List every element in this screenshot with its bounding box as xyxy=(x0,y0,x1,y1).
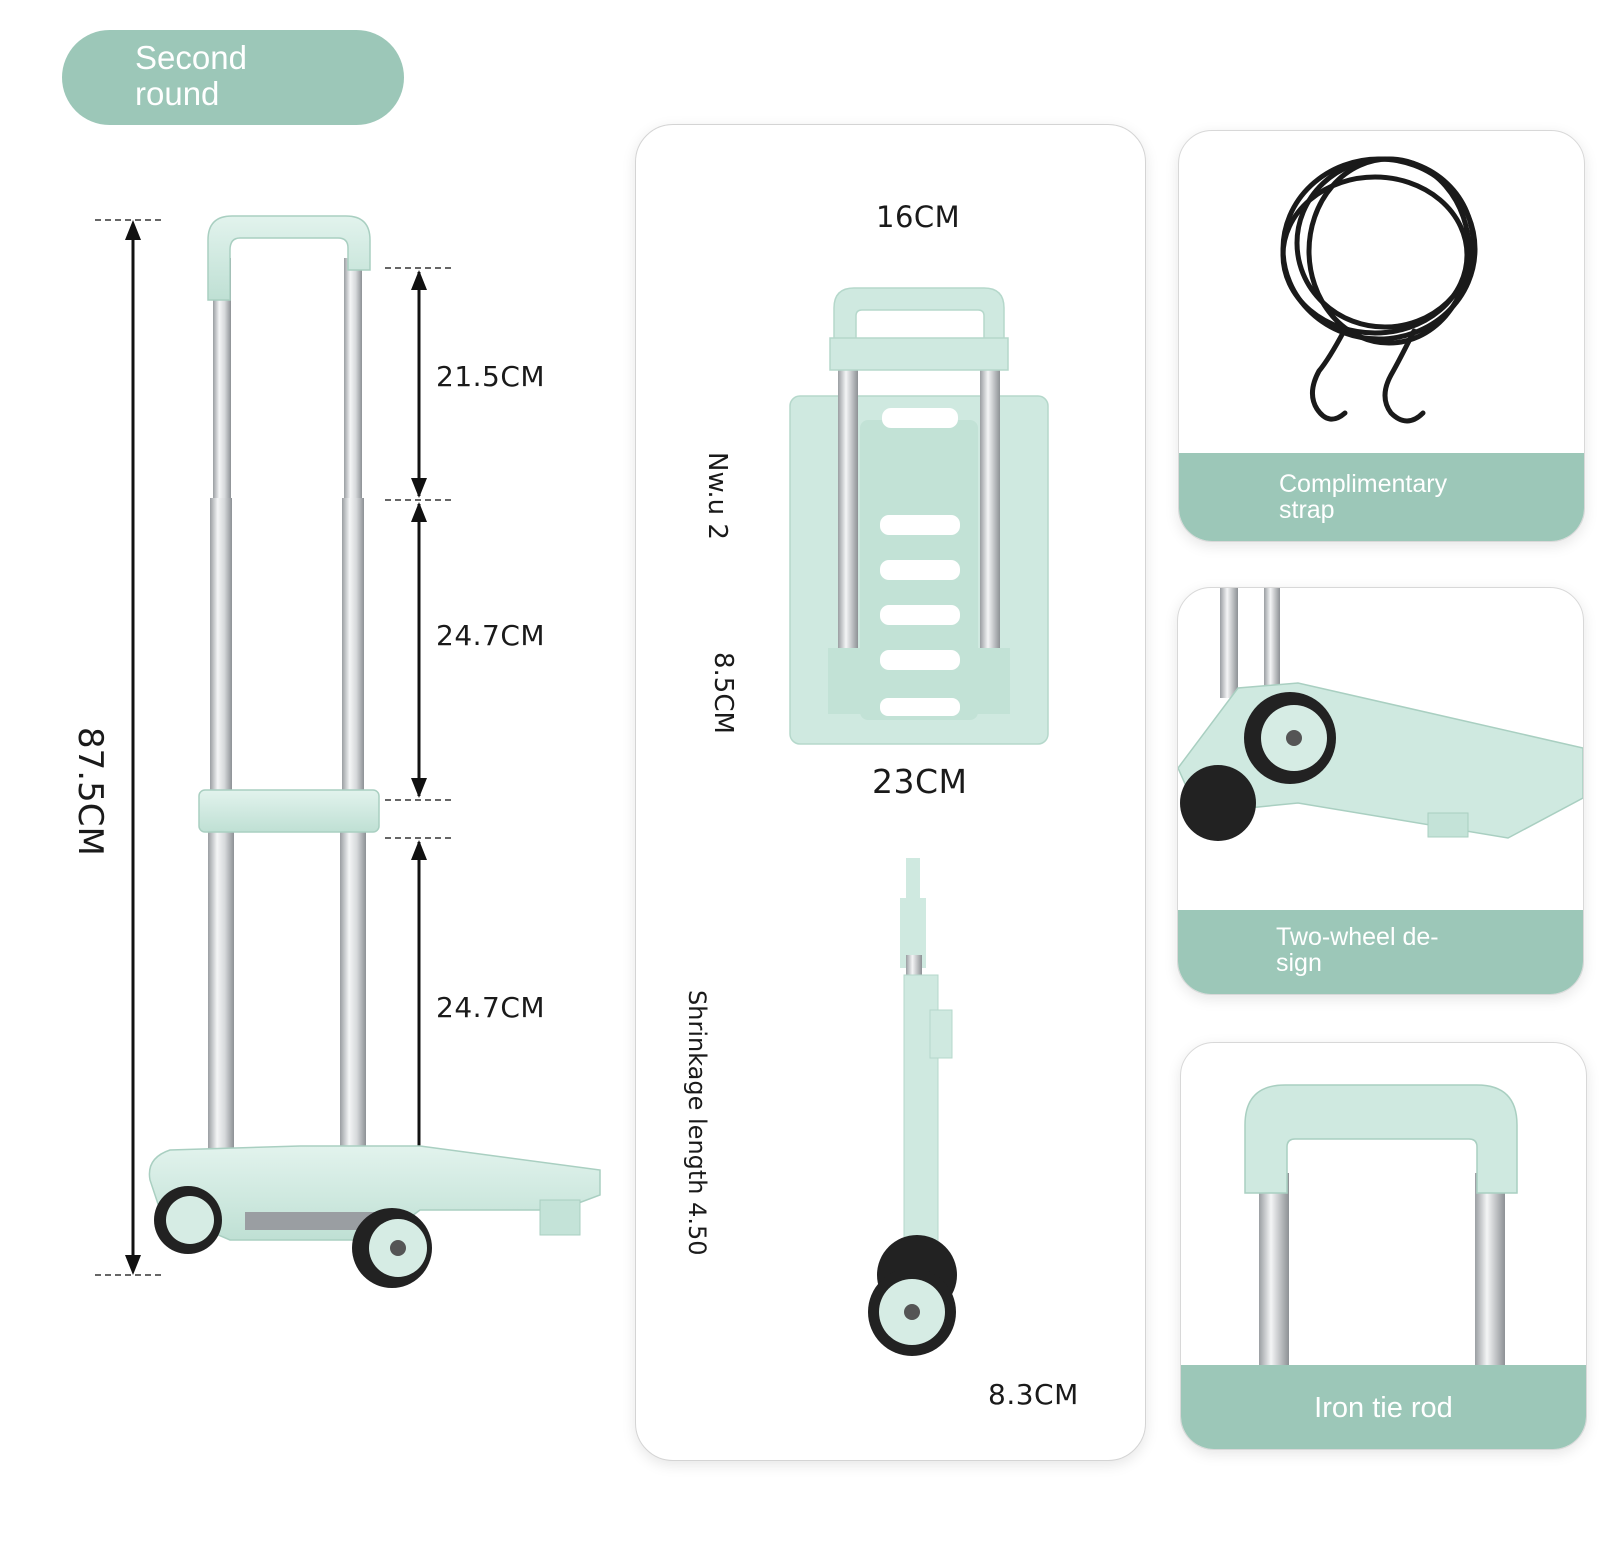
strap-caption-line-1: Complimentary xyxy=(1279,470,1448,498)
tie-rod-icon xyxy=(1244,1084,1518,1373)
segment-middle-label: 24.7CM xyxy=(436,619,546,652)
trolley-poles xyxy=(208,258,366,1166)
two-wheel-caption-line-2: sign xyxy=(1276,949,1322,977)
plate-lower-label: 8.5CM xyxy=(708,652,738,734)
segment-top-label: 21.5CM xyxy=(436,360,546,393)
trolley-wheels xyxy=(154,1186,432,1288)
two-wheel-icon xyxy=(1178,588,1583,841)
trolley-handle xyxy=(207,215,371,301)
plate-width-label: 23CM xyxy=(872,762,968,801)
tie-rod-caption: Iron tie rod xyxy=(1181,1365,1586,1449)
total-height-dimension xyxy=(95,219,165,1276)
handle-width-label: 16CM xyxy=(876,200,961,234)
strap-caption: Complimentary strap xyxy=(1179,453,1584,541)
badge-second-round: Second round xyxy=(62,30,404,125)
strap-icon xyxy=(1280,156,1478,424)
segment-dimensions xyxy=(385,267,455,1179)
tie-rod-caption-line-1: Iron tie rod xyxy=(1314,1392,1453,1424)
segment-bottom-label: 24.7CM xyxy=(436,991,546,1024)
feature-card-iron-tie-rod: Iron tie rod xyxy=(1180,1042,1587,1450)
badge-line-1: Second xyxy=(135,39,247,76)
feature-card-two-wheel: Two-wheel de- sign xyxy=(1177,587,1584,995)
strap-caption-line-2: strap xyxy=(1279,496,1335,524)
plate-height-label: Nw.u 2 xyxy=(702,452,732,540)
shrinkage-length-label: Shrinkage length 4.50 xyxy=(683,990,711,1256)
folded-depth-label: 8.3CM xyxy=(988,1378,1079,1411)
two-wheel-caption-line-1: Two-wheel de- xyxy=(1276,923,1439,951)
feature-card-strap: Complimentary strap xyxy=(1178,130,1585,542)
two-wheel-caption: Two-wheel de- sign xyxy=(1178,910,1583,994)
badge-line-2: round xyxy=(135,75,220,112)
trolley-clamp xyxy=(198,789,380,833)
